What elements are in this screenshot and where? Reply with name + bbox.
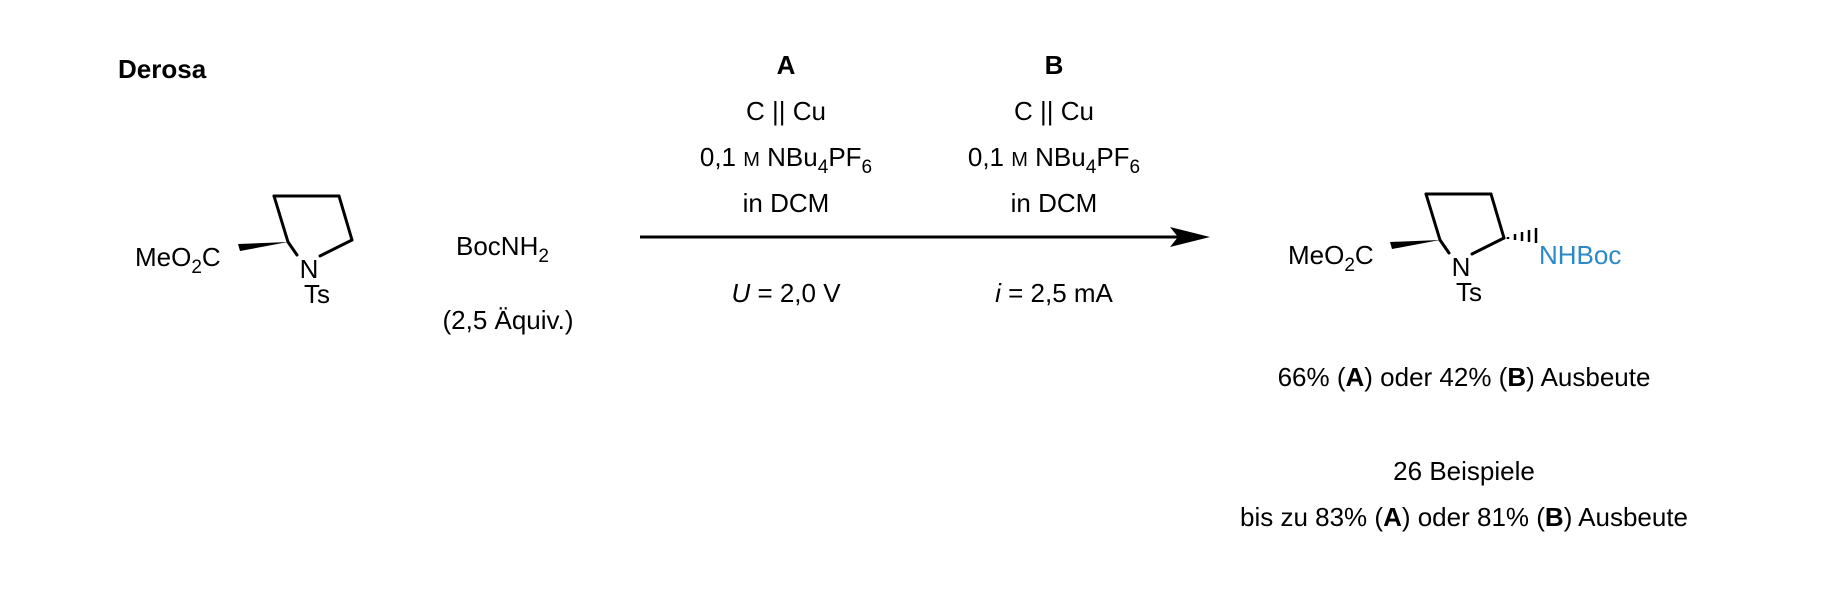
product-pyrrolidine-ring	[1424, 192, 1506, 256]
product-bond-c2-n	[1438, 238, 1451, 255]
product-yield: 66% (A) oder 42% (B) Ausbeute	[1278, 362, 1651, 392]
condition-b-electrolyte: 0,1 M NBu4PF6	[968, 142, 1140, 178]
max-yield: bis zu 83% (A) oder 81% (B) Ausbeute	[1240, 502, 1688, 532]
condition-a: A C || Cu 0,1 M NBu4PF6 in DCM U = 2,0 V	[700, 50, 872, 308]
reactant-nitrogen: N	[300, 254, 319, 284]
condition-b-solvent: in DCM	[1011, 188, 1098, 218]
reactant-bond-c4-c5	[337, 194, 354, 242]
product-ester-label: MeO2C	[1288, 240, 1374, 276]
reactant-tosyl-label: Ts	[304, 279, 330, 309]
reagent-name: BocNH2	[456, 231, 549, 267]
product-nitrogen: N	[1452, 252, 1471, 282]
product-bond-c2-c3	[1424, 192, 1442, 242]
reagent-amount: (2,5 Äquiv.)	[442, 305, 573, 335]
reactant-bond-c2-c3	[272, 194, 290, 244]
condition-a-solvent: in DCM	[743, 188, 830, 218]
arrow-head	[1170, 227, 1210, 247]
condition-a-parameter: U = 2,0 V	[731, 278, 841, 308]
reaction-arrow	[640, 227, 1210, 247]
condition-b-electrodes: C || Cu	[1014, 96, 1094, 126]
reactant-wedge-bond	[238, 242, 288, 251]
product-molecule: MeO2C N Ts NHBoc	[1288, 192, 1621, 307]
condition-a-electrodes: C || Cu	[746, 96, 826, 126]
scope-count: 26 Beispiele	[1393, 456, 1535, 486]
condition-a-electrolyte: 0,1 M NBu4PF6	[700, 142, 872, 178]
reactant-bond-c5-n	[318, 238, 354, 258]
condition-b-parameter: i = 2,5 mA	[995, 278, 1113, 308]
product-wedge-bond	[1390, 240, 1440, 249]
reactant-pyrrolidine-ring	[272, 194, 354, 258]
product-bond-c4-c5	[1489, 192, 1506, 240]
author-label: Derosa	[118, 54, 207, 84]
product-tosyl-label: Ts	[1456, 277, 1482, 307]
reactant-bond-c2-n	[286, 240, 299, 257]
reactant-molecule: MeO2C N Ts	[135, 194, 354, 309]
product-bond-c5-n	[1470, 236, 1506, 256]
condition-b-label: B	[1045, 50, 1064, 80]
condition-b: B C || Cu 0,1 M NBu4PF6 in DCM i = 2,5 m…	[968, 50, 1140, 308]
product-nhboc-label: NHBoc	[1539, 240, 1621, 270]
reactant-ester-label: MeO2C	[135, 242, 221, 278]
product-hashed-bond	[1506, 228, 1538, 243]
condition-a-label: A	[777, 50, 796, 80]
